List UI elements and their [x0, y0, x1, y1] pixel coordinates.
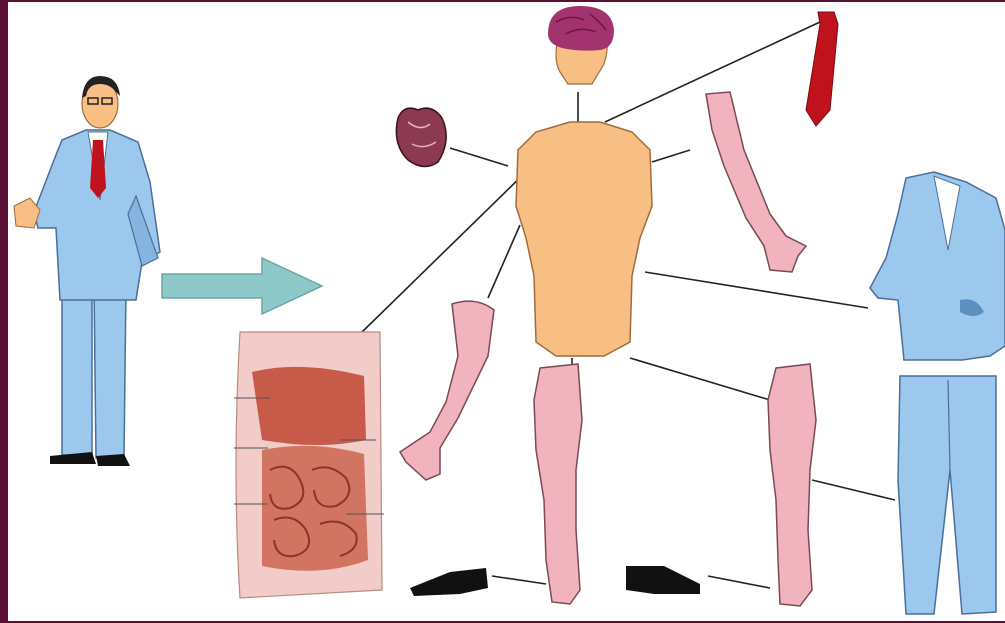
white-panel	[8, 2, 1005, 621]
abdomen-organs	[234, 332, 384, 598]
